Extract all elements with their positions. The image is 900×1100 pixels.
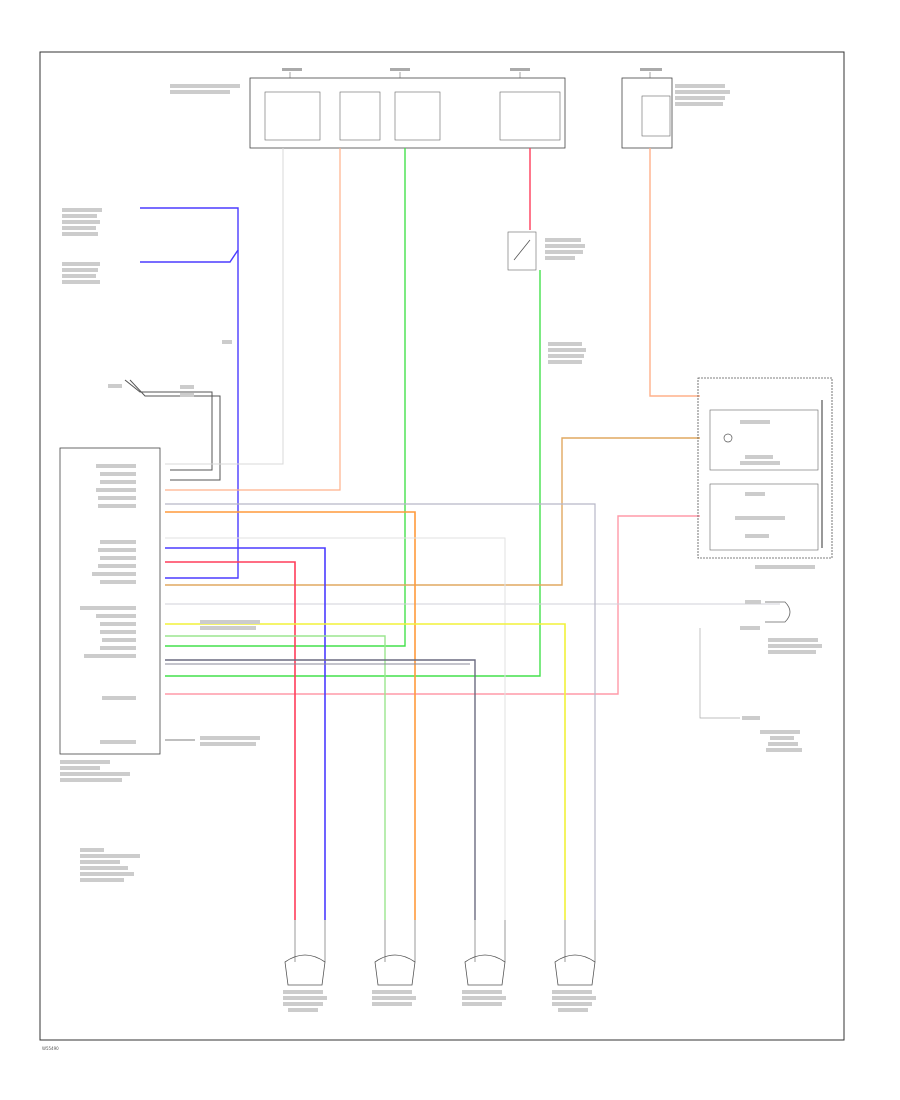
- brake-switch: [507, 231, 585, 271]
- wire-green-brake: [165, 270, 541, 677]
- wire-lightgray: [165, 537, 506, 920]
- wire-blue-rf: [165, 547, 326, 920]
- wire-orange: [165, 511, 416, 920]
- wire-yellow: [165, 623, 566, 920]
- brake-switch-labels: [548, 342, 586, 364]
- wire-pink: [165, 515, 700, 695]
- wheel-sensor-lf: [372, 920, 416, 1006]
- module-pin-stubs: [165, 620, 260, 746]
- wire-gray-1: [165, 148, 284, 465]
- wheel-sensor-rr: [462, 920, 506, 1006]
- top-left-inputs: [62, 207, 239, 579]
- wire-red-rf: [165, 561, 296, 920]
- wire-salmon-1: [165, 148, 341, 491]
- wire-green-1: [165, 148, 406, 647]
- wheel-sensor-lr: [552, 920, 596, 1012]
- figure-code: W55490: [42, 1046, 59, 1051]
- right-side-connectors: [699, 600, 822, 752]
- wire-tan: [165, 437, 700, 586]
- wire-salmon-cluster: [649, 148, 700, 397]
- wheel-sensor-rf: [283, 920, 327, 1012]
- diagram-frame: [39, 51, 845, 1041]
- ground-connection: [108, 379, 221, 481]
- wire-darkgray: [165, 659, 476, 920]
- abs-control-module: [59, 447, 161, 882]
- fuse-relay-box: [170, 68, 566, 149]
- wire-gray-rr: [165, 503, 596, 920]
- instrument-cluster: [697, 377, 833, 569]
- wire-lightgreen: [165, 635, 386, 920]
- right-relay-box: [621, 68, 730, 149]
